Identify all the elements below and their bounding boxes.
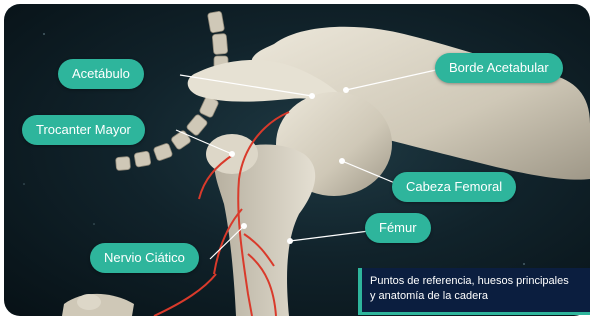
label-nervio-ciatico: Nervio Ciático xyxy=(90,243,199,273)
label-trocanter-mayor: Trocanter Mayor xyxy=(22,115,145,145)
label-acetabulo: Acetábulo xyxy=(58,59,144,89)
acetabular-rim xyxy=(187,59,354,114)
femur-shape xyxy=(214,144,316,316)
lower-bone-knob xyxy=(77,294,101,310)
label-cabeza-femoral: Cabeza Femoral xyxy=(392,172,517,202)
caption-line-2: y anatomía de la cadera xyxy=(370,290,489,302)
label-borde-acetabular: Borde Acetabular xyxy=(435,53,563,83)
caption-underline xyxy=(358,312,590,315)
caption-box: Puntos de referencia, huesos principales… xyxy=(358,268,590,312)
label-femur: Fémur xyxy=(365,213,431,243)
sciatic-nerve xyxy=(153,111,290,316)
caption-line-1: Puntos de referencia, huesos principales xyxy=(370,275,569,287)
leader-dots xyxy=(229,87,349,244)
